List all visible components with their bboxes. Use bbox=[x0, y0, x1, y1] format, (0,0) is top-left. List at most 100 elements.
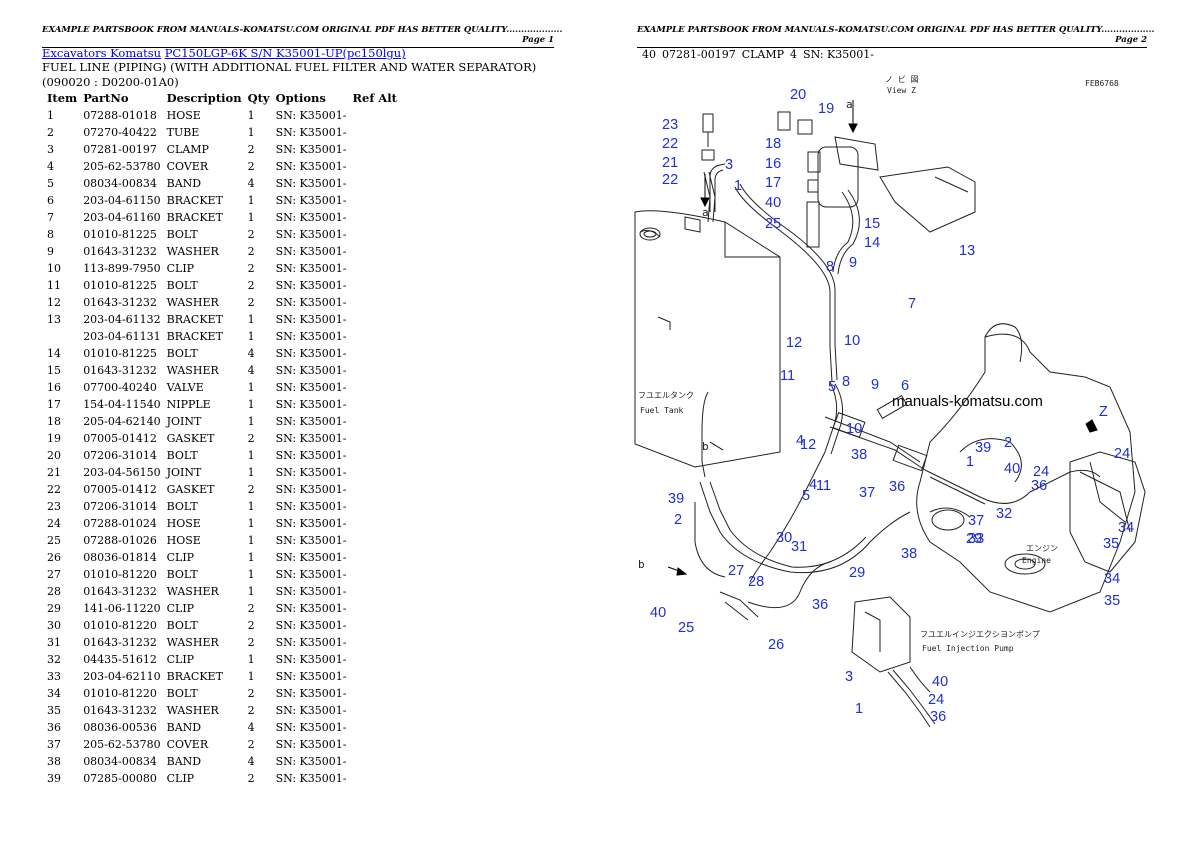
callout-number: 26 bbox=[768, 637, 784, 653]
cell-options: SN: K35001- bbox=[275, 262, 347, 275]
cell-description: BOLT bbox=[166, 687, 198, 700]
cell-qty: 1 bbox=[247, 126, 255, 139]
cell-ref-alt bbox=[349, 345, 399, 362]
cell-qty: 4 bbox=[247, 177, 255, 190]
cell-ref-alt bbox=[349, 362, 399, 379]
cell-item: 14 bbox=[47, 347, 61, 360]
callout-number: 35 bbox=[1104, 593, 1120, 609]
callout-number: 30 bbox=[776, 530, 792, 546]
cell-description: BAND bbox=[166, 721, 202, 734]
cell-qty: 1 bbox=[247, 585, 255, 598]
cell-qty: 2 bbox=[247, 296, 255, 309]
callout-number: 6 bbox=[901, 378, 909, 394]
cell-ref-alt bbox=[349, 107, 399, 124]
cell-partno: 08034-00834 bbox=[83, 177, 157, 190]
ref-a-left: a bbox=[702, 206, 709, 219]
cell-options: SN: K35001- bbox=[275, 670, 347, 683]
cell-qty: 2 bbox=[247, 432, 255, 445]
cell-qty: 1 bbox=[247, 500, 255, 513]
cell-item: 33 bbox=[47, 670, 61, 683]
cell-qty: 1 bbox=[247, 313, 255, 326]
cell-qty: 2 bbox=[247, 704, 255, 717]
cell-qty: 1 bbox=[247, 653, 255, 666]
cell-options: SN: K35001- bbox=[275, 721, 347, 734]
callout-number: 33 bbox=[968, 531, 984, 547]
callout-number: 8 bbox=[826, 259, 834, 275]
cell-ref-alt bbox=[349, 770, 399, 787]
cell-qty: 2 bbox=[247, 636, 255, 649]
cell-item: 18 bbox=[47, 415, 61, 428]
cell-qty: 1 bbox=[247, 194, 255, 207]
cell-ref-alt bbox=[349, 260, 399, 277]
cell-description: CLIP bbox=[166, 653, 195, 666]
cell-ref-alt bbox=[349, 685, 399, 702]
engine-label: Engine bbox=[1022, 556, 1051, 565]
cell-partno: 203-04-61160 bbox=[83, 211, 161, 224]
cell-qty: 1 bbox=[247, 534, 255, 547]
cell-ref-alt bbox=[877, 46, 883, 63]
cell-partno: 01010-81220 bbox=[83, 619, 157, 632]
cell-partno: 08034-00834 bbox=[83, 755, 157, 768]
cell-partno: 08036-00536 bbox=[83, 721, 157, 734]
callout-number: 31 bbox=[791, 539, 807, 555]
callout-number: 9 bbox=[871, 377, 879, 393]
cell-description: CLAMP bbox=[741, 48, 785, 61]
cell-options: SN: K35001- bbox=[275, 738, 347, 751]
callout-number: 34 bbox=[1104, 571, 1120, 587]
callout-number: 40 bbox=[1004, 461, 1020, 477]
cell-ref-alt bbox=[349, 702, 399, 719]
callout-number: 10 bbox=[844, 333, 860, 349]
cell-description: WASHER bbox=[166, 636, 219, 649]
cell-item: 13 bbox=[47, 313, 61, 326]
hose-25-body bbox=[806, 201, 820, 248]
cell-description: BRACKET bbox=[166, 670, 223, 683]
cell-qty: 2 bbox=[247, 602, 255, 615]
cell-options: SN: K35001- bbox=[275, 279, 347, 292]
cell-options: SN: K35001- bbox=[275, 466, 347, 479]
cell-ref-alt bbox=[349, 481, 399, 498]
cell-item: 16 bbox=[47, 381, 61, 394]
callout-number: 37 bbox=[859, 485, 875, 501]
cell-item: 2 bbox=[47, 126, 54, 139]
cell-partno: 07005-01412 bbox=[83, 432, 157, 445]
cell-partno: 141-06-11220 bbox=[83, 602, 161, 615]
callout-number: 5 bbox=[828, 379, 836, 395]
cell-item: 1 bbox=[47, 109, 54, 122]
callout-number: 11 bbox=[780, 368, 795, 384]
breadcrumb-link-model[interactable]: PC150LGP-6K S/N K35001-UP(pc150lgu) bbox=[164, 46, 406, 60]
cell-qty: 1 bbox=[247, 551, 255, 564]
cell-partno: 205-62-53780 bbox=[83, 738, 161, 751]
callout-number: 24 bbox=[1114, 446, 1130, 462]
cell-options: SN: K35001- bbox=[275, 415, 347, 428]
cell-ref-alt bbox=[349, 192, 399, 209]
cell-description: BRACKET bbox=[166, 194, 223, 207]
cell-partno: 203-04-61132 bbox=[83, 313, 161, 326]
cell-partno: 07281-00197 bbox=[83, 143, 157, 156]
cell-options: SN: K35001- bbox=[275, 755, 347, 768]
view-label: View Z bbox=[887, 86, 916, 95]
fuel-filter-body bbox=[817, 146, 859, 208]
callout-number: 27 bbox=[728, 563, 744, 579]
cell-qty: 4 bbox=[247, 347, 255, 360]
cell-qty: 1 bbox=[247, 381, 255, 394]
breadcrumb-link-category[interactable]: Excavators Komatsu bbox=[42, 46, 162, 60]
cell-options: SN: K35001- bbox=[275, 245, 347, 258]
cell-item: 21 bbox=[47, 466, 61, 479]
ref-b-lower: b bbox=[638, 558, 645, 571]
callout-number: 1 bbox=[966, 454, 974, 470]
parts-diagram: ノ ビ 図 View Z FEB6768 フユエルタンク Fuel Tank エ… bbox=[634, 75, 1146, 728]
cell-partno: 203-04-62110 bbox=[83, 670, 161, 683]
page-number: Page 2 bbox=[1115, 35, 1147, 45]
cell-qty: 1 bbox=[247, 449, 255, 462]
cell-item: 27 bbox=[47, 568, 61, 581]
